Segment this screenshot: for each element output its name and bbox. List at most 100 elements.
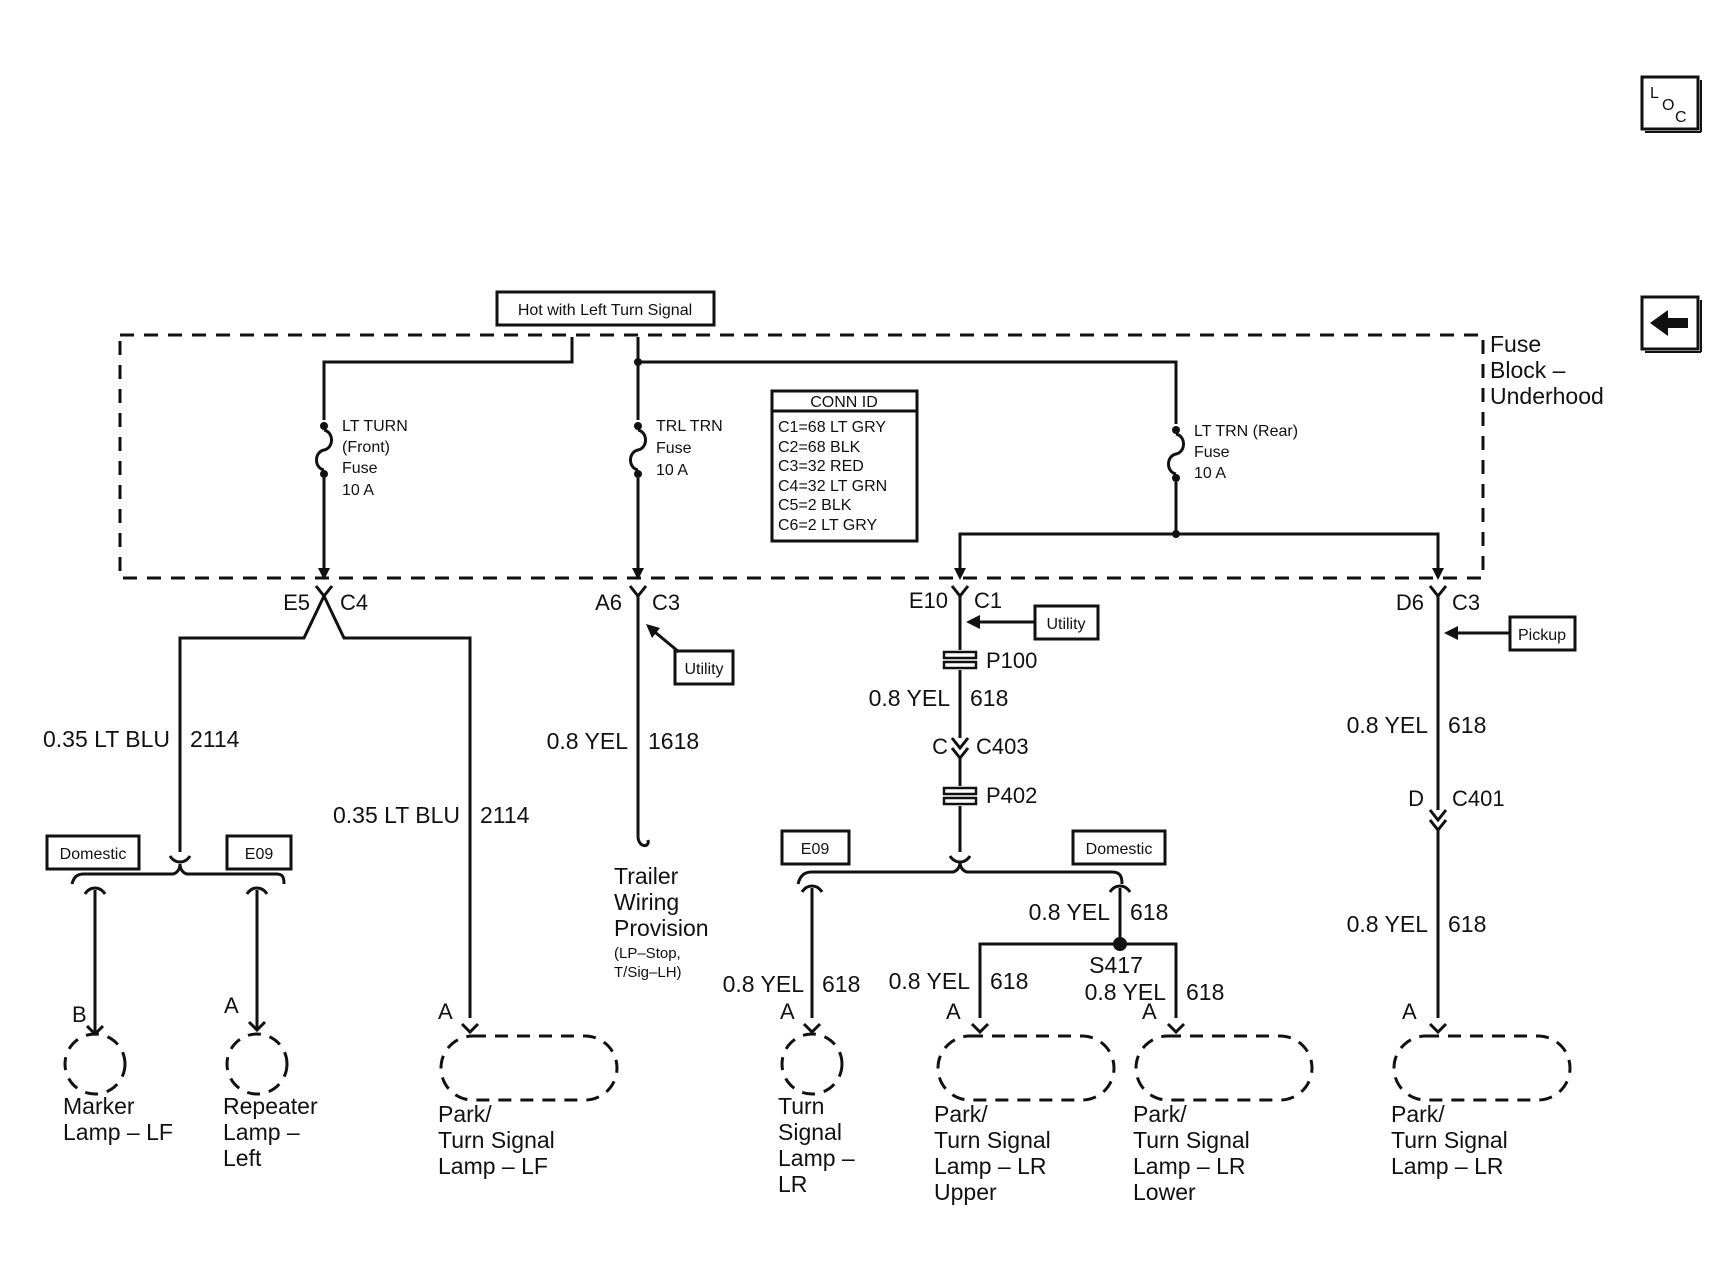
svg-text:Lamp – LR: Lamp – LR bbox=[1133, 1153, 1246, 1179]
svg-text:Fuse: Fuse bbox=[1194, 444, 1230, 461]
svg-text:0.8 YEL: 0.8 YEL bbox=[889, 968, 971, 994]
svg-text:10 A: 10 A bbox=[1194, 465, 1226, 482]
svg-text:0.8 YEL: 0.8 YEL bbox=[547, 728, 629, 754]
splice-s417: S417 bbox=[978, 937, 1178, 1018]
connector-c403: C C403 bbox=[932, 734, 1029, 761]
svg-text:P100: P100 bbox=[986, 648, 1037, 673]
svg-text:C5=2 BLK: C5=2 BLK bbox=[778, 497, 852, 514]
svg-text:Fuse: Fuse bbox=[342, 460, 378, 477]
svg-text:(Front): (Front) bbox=[342, 439, 390, 456]
fuse-lt-turn-front: LT TURN (Front) Fuse 10 A bbox=[315, 418, 408, 572]
svg-text:C3=32 RED: C3=32 RED bbox=[778, 458, 864, 475]
svg-text:Park/: Park/ bbox=[934, 1101, 988, 1127]
svg-text:618: 618 bbox=[1186, 979, 1224, 1005]
svg-text:Turn Signal: Turn Signal bbox=[438, 1127, 555, 1153]
svg-text:C3: C3 bbox=[652, 590, 680, 615]
conn-id-table: CONN ID C1=68 LT GRY C2=68 BLK C3=32 RED… bbox=[770, 389, 919, 543]
connector-e5-c4: E5 C4 bbox=[178, 585, 472, 1018]
svg-text:Lamp – LF: Lamp – LF bbox=[438, 1153, 548, 1179]
lamp-terminals bbox=[85, 1016, 1448, 1037]
svg-text:Lamp –: Lamp – bbox=[223, 1119, 300, 1145]
svg-text:A: A bbox=[1142, 999, 1157, 1024]
wire-618-d6: 0.8 YEL 618 bbox=[1347, 712, 1487, 738]
svg-text:0.8 YEL: 0.8 YEL bbox=[1029, 899, 1111, 925]
tag-pickup: Pickup bbox=[1444, 615, 1577, 652]
back-arrow-icon[interactable] bbox=[1640, 295, 1702, 353]
svg-text:A: A bbox=[438, 999, 453, 1024]
fuse-outputs bbox=[318, 568, 1444, 580]
wire-1618: 0.8 YEL 1618 bbox=[547, 728, 700, 754]
svg-text:Left: Left bbox=[223, 1145, 262, 1171]
svg-text:618: 618 bbox=[1130, 899, 1168, 925]
trailer-provision: Trailer Wiring Provision (LP–Stop, T/Sig… bbox=[614, 863, 709, 981]
svg-text:2114: 2114 bbox=[190, 726, 240, 752]
fuse-lt-trn-rear: LT TRN (Rear) Fuse 10 A bbox=[958, 423, 1440, 572]
svg-text:LR: LR bbox=[778, 1171, 807, 1197]
wire-618-p100: 0.8 YEL 618 bbox=[869, 685, 1009, 711]
svg-text:C3: C3 bbox=[1452, 590, 1480, 615]
svg-text:618: 618 bbox=[970, 685, 1008, 711]
svg-text:Marker: Marker bbox=[63, 1093, 135, 1119]
svg-text:D6: D6 bbox=[1396, 590, 1424, 615]
pin-labels: B A A A A A A bbox=[72, 993, 1417, 1027]
svg-text:Utility: Utility bbox=[684, 661, 723, 678]
svg-text:Lamp – LF: Lamp – LF bbox=[63, 1119, 173, 1145]
connector-p402: P402 bbox=[942, 783, 1037, 808]
connector-c401: D C401 bbox=[1408, 786, 1505, 1018]
svg-text:0.8 YEL: 0.8 YEL bbox=[869, 685, 951, 711]
svg-text:Turn: Turn bbox=[778, 1093, 824, 1119]
lamp-turn-signal-lr: Turn Signal Lamp – LR bbox=[778, 1032, 855, 1197]
svg-text:E5: E5 bbox=[283, 590, 310, 615]
lamp-repeater-left: Repeater Lamp – Left bbox=[223, 1032, 318, 1171]
svg-text:C4=32 LT GRN: C4=32 LT GRN bbox=[778, 478, 887, 495]
svg-text:618: 618 bbox=[822, 971, 860, 997]
svg-text:0.8 YEL: 0.8 YEL bbox=[1347, 712, 1429, 738]
svg-text:E09: E09 bbox=[245, 846, 274, 863]
svg-text:0.35 LT BLU: 0.35 LT BLU bbox=[333, 802, 460, 828]
svg-text:Park/: Park/ bbox=[438, 1101, 492, 1127]
svg-text:10 A: 10 A bbox=[656, 462, 688, 479]
svg-text:C1=68 LT GRY: C1=68 LT GRY bbox=[778, 419, 886, 436]
svg-text:Turn Signal: Turn Signal bbox=[1391, 1127, 1508, 1153]
svg-text:Pickup: Pickup bbox=[1518, 627, 1566, 644]
svg-text:0.35 LT BLU: 0.35 LT BLU bbox=[43, 726, 170, 752]
svg-text:L: L bbox=[1650, 85, 1659, 102]
lamp-park-turn-lf: Park/ Turn Signal Lamp – LF bbox=[438, 1034, 619, 1179]
lamp-park-turn-lr-lower: Park/ Turn Signal Lamp – LR Lower bbox=[1133, 1034, 1314, 1205]
svg-text:Domestic: Domestic bbox=[1086, 841, 1153, 858]
svg-text:LT TURN: LT TURN bbox=[342, 418, 408, 435]
option-bracket-center: E09 Domestic bbox=[780, 829, 1167, 1018]
wire-618-lower: 0.8 YEL 618 bbox=[1085, 979, 1225, 1005]
option-bracket-left: Domestic E09 bbox=[45, 834, 293, 1020]
svg-text:Fuse: Fuse bbox=[1490, 331, 1541, 357]
svg-text:618: 618 bbox=[990, 968, 1028, 994]
connector-p100: P100 bbox=[942, 648, 1037, 673]
wire-618-turn: 0.8 YEL 618 bbox=[723, 971, 861, 997]
svg-text:Underhood: Underhood bbox=[1490, 383, 1604, 409]
svg-text:C: C bbox=[932, 734, 948, 759]
svg-text:C401: C401 bbox=[1452, 786, 1505, 811]
svg-text:Lamp – LR: Lamp – LR bbox=[1391, 1153, 1504, 1179]
wire-2114-right: 0.35 LT BLU 2114 bbox=[333, 802, 530, 828]
svg-text:C403: C403 bbox=[976, 734, 1029, 759]
bus-right bbox=[636, 337, 1178, 424]
svg-text:C6=2 LT GRY: C6=2 LT GRY bbox=[778, 517, 877, 534]
svg-text:Block –: Block – bbox=[1490, 357, 1566, 383]
svg-text:618: 618 bbox=[1448, 712, 1486, 738]
svg-text:C1: C1 bbox=[974, 588, 1002, 613]
loc-icon[interactable]: L O C bbox=[1640, 75, 1702, 133]
svg-text:Trailer: Trailer bbox=[614, 863, 679, 889]
svg-text:Repeater: Repeater bbox=[223, 1093, 318, 1119]
svg-text:O: O bbox=[1662, 97, 1674, 114]
svg-text:C2=68 BLK: C2=68 BLK bbox=[778, 439, 861, 456]
svg-text:E09: E09 bbox=[801, 841, 830, 858]
svg-text:A: A bbox=[224, 993, 239, 1018]
svg-text:618: 618 bbox=[1448, 911, 1486, 937]
svg-text:Lower: Lower bbox=[1133, 1179, 1196, 1205]
wire-2114-left: 0.35 LT BLU 2114 bbox=[43, 726, 240, 752]
svg-text:Lamp –: Lamp – bbox=[778, 1145, 855, 1171]
svg-text:LT TRN (Rear): LT TRN (Rear) bbox=[1194, 423, 1298, 440]
wire-618-c401: 0.8 YEL 618 bbox=[1347, 911, 1487, 937]
fuse-block-border bbox=[118, 333, 1485, 580]
